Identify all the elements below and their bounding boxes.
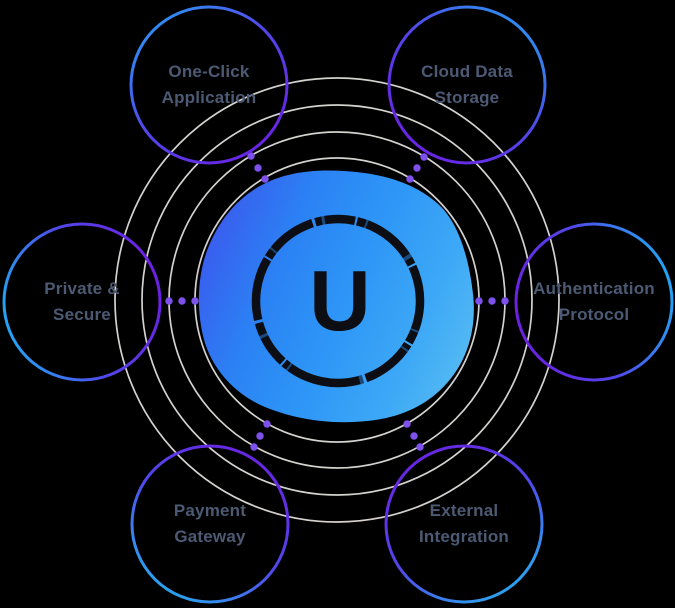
center-grunge-ring bbox=[251, 214, 425, 388]
connector-dots-right bbox=[475, 297, 509, 305]
connector-dots-left bbox=[165, 297, 199, 305]
node-circle-one-click-application bbox=[129, 5, 289, 165]
connector-dots bbox=[165, 152, 509, 451]
node-circle-private-secure bbox=[2, 222, 162, 382]
connector-dots-top-right bbox=[406, 153, 428, 183]
orbit-rings bbox=[114, 77, 560, 523]
node-circle-authentication-protocol bbox=[514, 222, 674, 382]
node-circle-external-integration bbox=[384, 444, 544, 604]
connector-dots-bottom-left bbox=[250, 420, 271, 451]
node-circle-payment-gateway bbox=[130, 444, 290, 604]
center-blob bbox=[198, 170, 474, 423]
connector-dots-top-left bbox=[247, 152, 269, 183]
node-circle-cloud-data-storage bbox=[387, 5, 547, 165]
orbit-ring-3 bbox=[141, 104, 533, 496]
center-grunge-ring-wear bbox=[251, 214, 425, 388]
connector-dots-bottom-right bbox=[403, 420, 424, 451]
orbit-ring-4 bbox=[114, 77, 560, 523]
